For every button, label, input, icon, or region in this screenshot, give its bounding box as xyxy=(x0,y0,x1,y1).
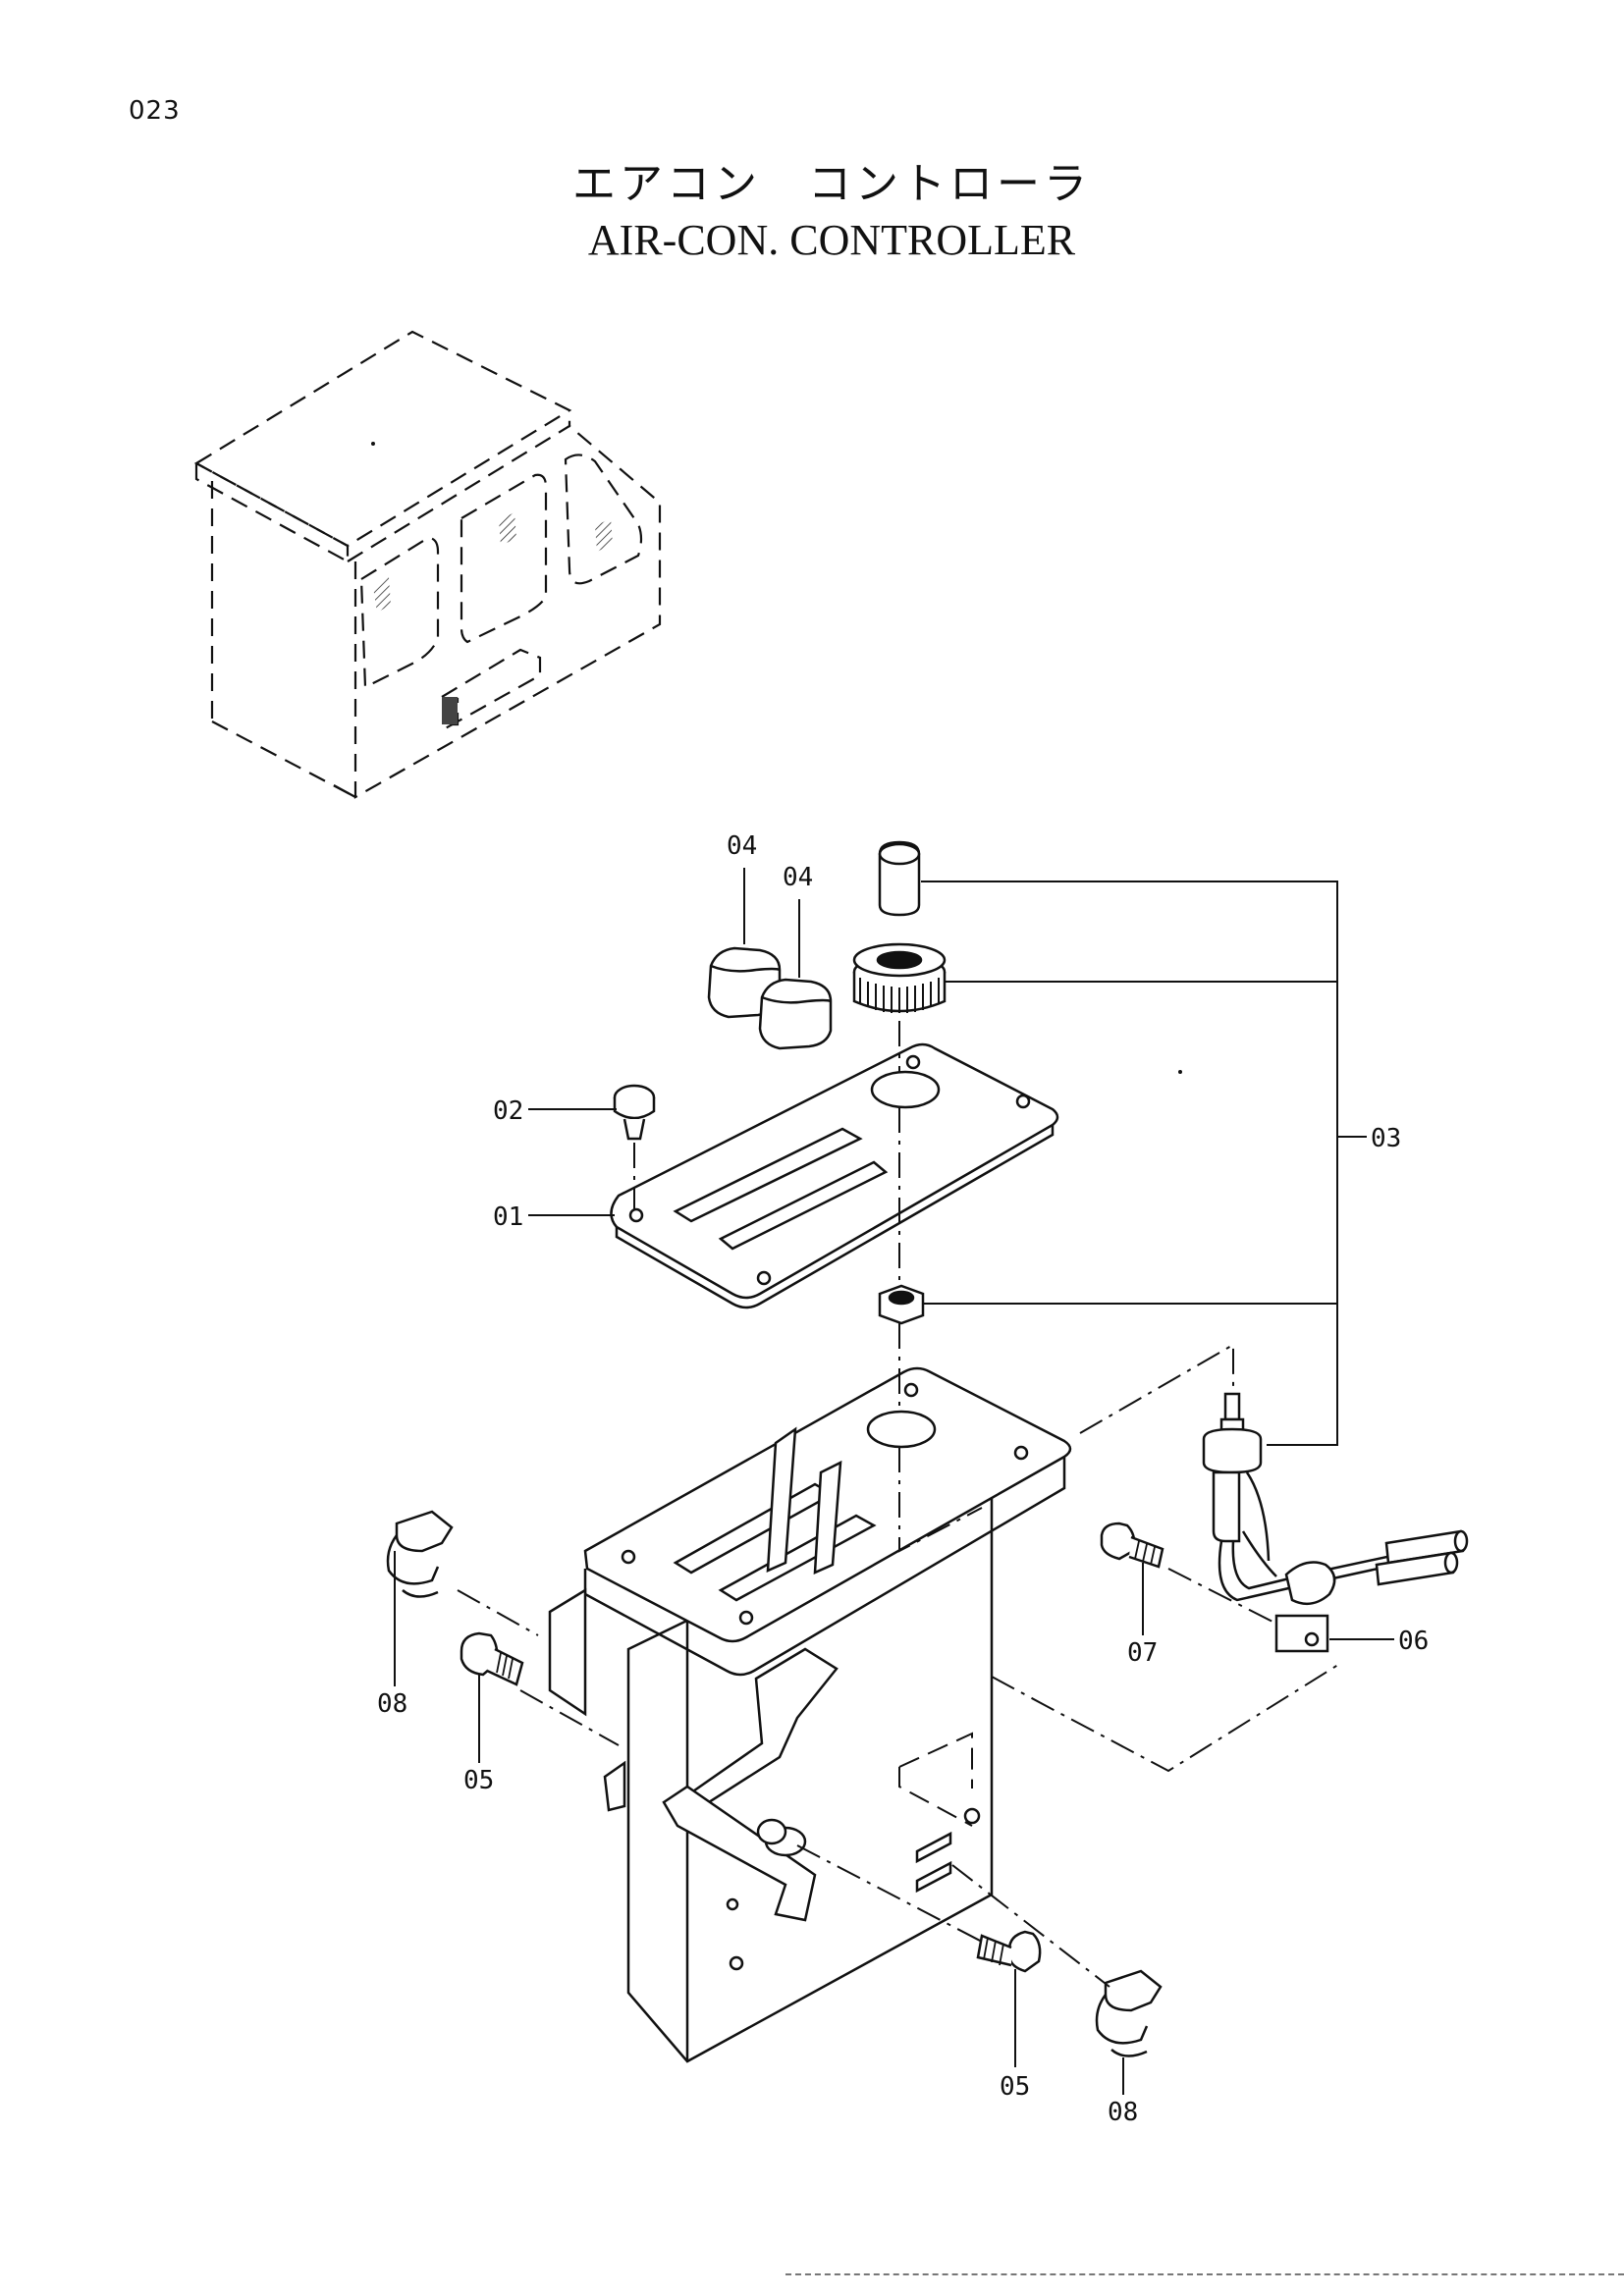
part-03-rotary-switch xyxy=(1202,1392,1469,1653)
part-02-rivet xyxy=(613,1084,656,1141)
callout-04-right: 04 xyxy=(783,863,813,892)
bracket-body xyxy=(548,1366,1072,2063)
part-05-bolt-upper xyxy=(460,1631,524,1686)
callout-02: 02 xyxy=(493,1096,523,1126)
part-05-bolt-lower xyxy=(976,1930,1042,1973)
title-block: エアコン コントローラ AIR-CON. CONTROLLER xyxy=(0,157,1624,269)
callout-07: 07 xyxy=(1127,1638,1158,1668)
bracket-hidden-lines xyxy=(898,1732,973,1827)
part-08-clip-lower xyxy=(1095,1969,1163,2057)
callout-01: 01 xyxy=(493,1202,523,1232)
callout-05-upper: 05 xyxy=(463,1766,494,1795)
part-03-knurled-knob xyxy=(852,942,947,1013)
part-08-clip-upper xyxy=(386,1510,454,1598)
assembly-center-lines xyxy=(457,1021,1342,1988)
part-04-knob-right xyxy=(758,978,833,1050)
part-01-cover-plate xyxy=(610,1042,1059,1309)
title-japanese: エアコン コントローラ xyxy=(572,159,1091,209)
title-english: AIR-CON. CONTROLLER xyxy=(587,216,1076,264)
scan-speck xyxy=(371,442,375,446)
callout-08-lower: 08 xyxy=(1108,2098,1138,2127)
callout-05-lower: 05 xyxy=(1000,2072,1030,2102)
leader-lines xyxy=(394,868,1394,2095)
callout-04-left: 04 xyxy=(727,831,757,861)
cab-window-glare xyxy=(373,512,613,613)
controller-location-marker xyxy=(442,697,458,724)
callout-03: 03 xyxy=(1371,1124,1401,1153)
part-07-screw xyxy=(1100,1522,1164,1569)
footer-rule xyxy=(785,2273,1624,2275)
cab-location-illustration xyxy=(193,330,662,799)
scan-speck xyxy=(1178,1070,1182,1074)
callout-06: 06 xyxy=(1398,1627,1429,1656)
part-03-hex-nut xyxy=(878,1284,925,1325)
callout-labels: 04 04 02 01 03 08 05 07 06 05 08 xyxy=(377,831,1429,2127)
callout-08-upper: 08 xyxy=(377,1689,407,1719)
page-number: 023 xyxy=(129,96,181,126)
part-03-cap xyxy=(878,840,921,917)
